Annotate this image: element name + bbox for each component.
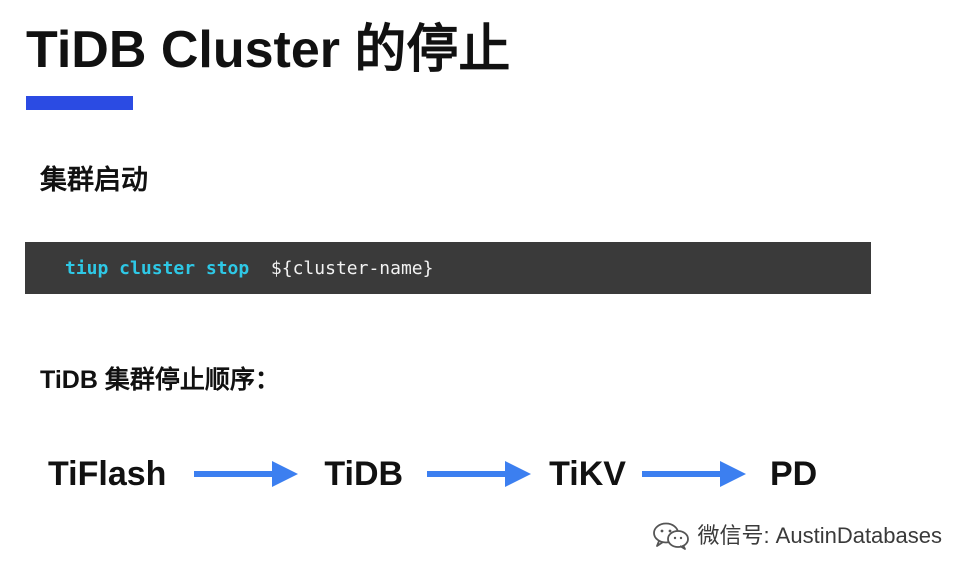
title-accent-bar: [26, 96, 133, 110]
flow-node-tidb: TiDB: [324, 455, 404, 493]
flow-node-tikv: TiKV: [549, 455, 626, 493]
wechat-icon: [653, 522, 690, 550]
watermark: 微信号: AustinDatabases: [651, 521, 942, 551]
stop-order-flow: TiFlash TiDB TiKV PD: [48, 446, 817, 502]
arrow-right-icon: [427, 461, 532, 487]
flow-node-pd: PD: [769, 455, 818, 493]
code-block: tiup cluster stop ${cluster-name}: [25, 242, 871, 294]
section-label: 集群启动: [40, 165, 148, 195]
arrow-right-icon: [194, 461, 299, 487]
flow-node-tiflash: TiFlash: [48, 455, 167, 493]
watermark-text: 微信号: AustinDatabases: [697, 523, 942, 548]
code-argument: ${cluster-name}: [270, 257, 434, 279]
code-command: tiup cluster stop: [65, 257, 250, 279]
stop-order-label: TiDB 集群停止顺序：: [40, 366, 280, 394]
arrow-right-icon: [641, 461, 746, 487]
slide-title: TiDB Cluster 的停止: [26, 21, 511, 79]
